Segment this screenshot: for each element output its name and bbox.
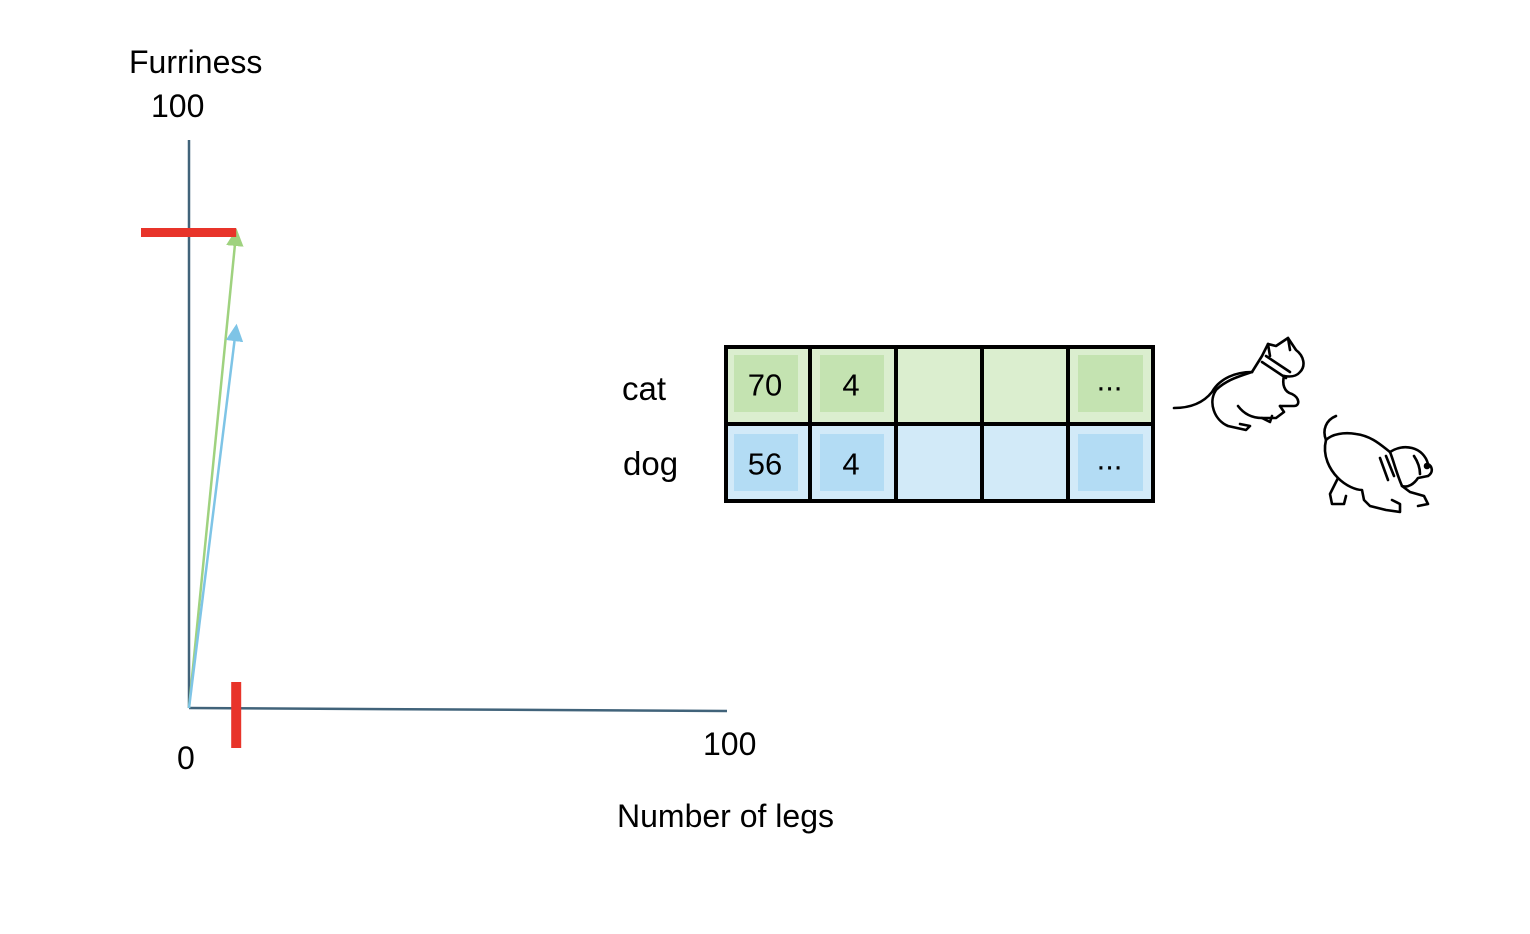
table-cell (982, 424, 1068, 503)
row-label-dog: dog (623, 445, 679, 482)
table-cell-highlight (1078, 434, 1143, 491)
table-cell-highlight (1078, 355, 1143, 412)
origin-label: 0 (177, 740, 195, 776)
table-cell-value: 70 (748, 368, 782, 403)
feature-vector-grid: 70 4... 56 4... (724, 345, 1155, 503)
x-axis-label: Number of legs (617, 798, 834, 834)
table-cell (896, 424, 982, 503)
row-label-cat: cat (622, 370, 667, 407)
cat-vector-arrow (187, 228, 244, 709)
table-cell (896, 345, 982, 424)
table-cell-value: 4 (842, 368, 859, 403)
dog-vector-arrow (187, 323, 244, 709)
table-cell-highlight (820, 434, 884, 491)
table-cell-highlight (734, 355, 798, 412)
y-projection-marker (141, 228, 237, 237)
x-axis (188, 706, 728, 713)
feature-vector-table: 70 4... 56 4... (724, 345, 1155, 503)
table-cell-value: ... (1097, 363, 1123, 398)
table-cell-value: ... (1097, 442, 1123, 477)
table-cell-highlight (820, 355, 884, 412)
table-cell-highlight (734, 434, 798, 491)
x-axis-max-label: 100 (703, 726, 757, 762)
dog-icon (1323, 414, 1434, 514)
y-axis-max-label: 100 (151, 88, 205, 124)
table-cell-value: 56 (748, 447, 782, 482)
table-cell-value: 4 (842, 447, 859, 482)
x-projection-marker (231, 682, 242, 748)
cat-icon (1172, 336, 1305, 432)
y-axis-label: Furriness (129, 44, 263, 80)
table-cell (982, 345, 1068, 424)
